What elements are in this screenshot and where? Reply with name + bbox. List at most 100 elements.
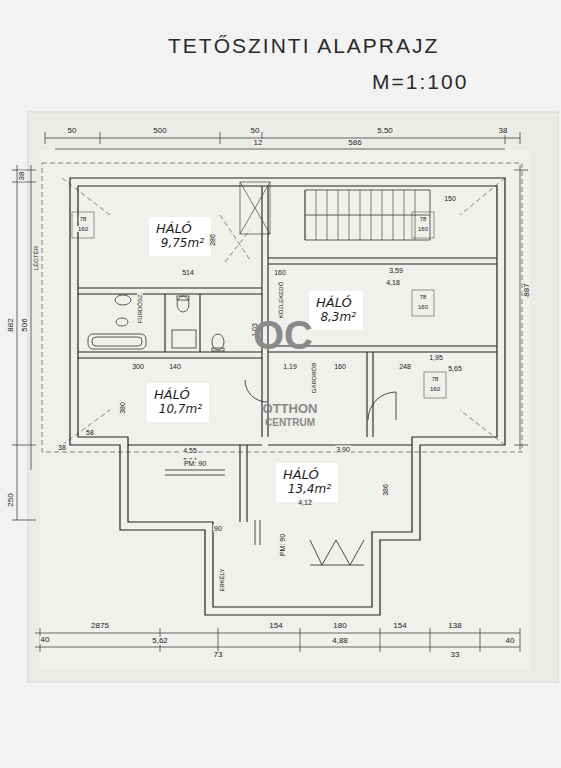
dimension-label: 160 xyxy=(333,363,347,370)
stair xyxy=(305,215,430,216)
dimension-lines xyxy=(12,165,36,520)
stair-step xyxy=(393,190,394,240)
roof-outline xyxy=(220,215,250,262)
dimension-label: 5,65 xyxy=(447,365,463,372)
stair-step xyxy=(371,190,372,240)
dimension-label: 154 xyxy=(392,622,407,630)
dimension-label: 180 xyxy=(332,622,347,630)
dimension-lines xyxy=(35,628,520,652)
room-note: GARDRÓB xyxy=(311,362,317,394)
inner-walls xyxy=(165,294,200,352)
roof-window xyxy=(240,182,270,234)
dimension-label: 40 xyxy=(505,637,516,645)
dimension-label: 78 xyxy=(419,294,428,300)
beds xyxy=(72,212,446,398)
doors xyxy=(245,380,267,402)
dimension-label: 248 xyxy=(398,363,412,370)
doors xyxy=(255,520,260,545)
sanitary xyxy=(116,318,128,326)
sanitary xyxy=(88,295,224,351)
dimension-label: 150 xyxy=(443,195,457,202)
beds xyxy=(412,212,434,238)
stair-step xyxy=(316,190,317,240)
dimension-label: 300 xyxy=(131,363,145,370)
outer-wall xyxy=(78,186,497,607)
dimension-label: 40 xyxy=(40,636,51,644)
room-name: HÁLÓ xyxy=(283,467,331,482)
dimension-label: 12 xyxy=(253,139,264,147)
dimension-label: 138 xyxy=(447,622,462,630)
room-label: HÁLÓ9,75m² xyxy=(149,217,211,256)
beds xyxy=(424,372,446,398)
sanitary xyxy=(212,348,224,351)
roof-outline xyxy=(62,178,505,445)
dimension-label: 4,88 xyxy=(331,637,349,645)
stair-step xyxy=(415,190,416,240)
dimension-lines xyxy=(45,132,520,149)
dimension-label: 1,95 xyxy=(428,354,444,361)
dimension-label: 882 xyxy=(7,317,15,332)
dimension-lines xyxy=(12,132,528,652)
stair-step xyxy=(382,190,383,240)
dimension-label: 1,19 xyxy=(282,363,298,370)
dimension-label: 140 xyxy=(168,363,182,370)
dimension-label: 506 xyxy=(21,317,29,332)
stair-step xyxy=(327,190,328,240)
stair-step xyxy=(404,190,405,240)
dimension-label: 73 xyxy=(213,651,224,659)
room-label: HÁLÓ8,3m² xyxy=(309,291,363,330)
doors xyxy=(368,392,396,420)
dimension-label: 58 xyxy=(85,429,95,436)
dimension-label: 4,18 xyxy=(385,279,401,286)
inner-walls xyxy=(78,186,497,522)
room-note: KÖZLEKEDŐ xyxy=(278,281,284,320)
room-area: 13,4m² xyxy=(283,482,331,496)
stair-step xyxy=(338,190,339,240)
dimension-label: 887 xyxy=(523,282,531,297)
stair-steps xyxy=(305,190,415,240)
dimension-label: 2875 xyxy=(90,622,110,630)
outer-wall xyxy=(70,178,505,615)
dimension-label: 160 xyxy=(417,304,429,310)
room-name: HÁLÓ xyxy=(154,387,202,402)
watermark: CENTRUM xyxy=(264,418,316,428)
dimension-lines xyxy=(514,165,528,450)
plan-title: TETŐSZINTI ALAPRAJZ xyxy=(168,34,439,58)
sanitary xyxy=(88,334,146,349)
sanitary xyxy=(212,334,224,350)
dimension-label: 50 xyxy=(250,127,261,135)
stair-step xyxy=(360,190,361,240)
room-name: HÁLÓ xyxy=(156,221,204,236)
sanitary xyxy=(172,330,196,348)
inner-walls xyxy=(78,288,262,358)
sanitary xyxy=(92,337,142,346)
dimension-label: 4,55 xyxy=(182,447,198,454)
roof-outline xyxy=(42,163,522,452)
dimension-label: 160 xyxy=(77,226,89,232)
roof-window xyxy=(240,182,270,234)
dimension-label: 380 xyxy=(119,401,126,415)
beds xyxy=(412,290,434,316)
watermark: OTTHON xyxy=(262,402,319,415)
room-label: HÁLÓ13,4m² xyxy=(276,463,338,502)
dimension-label: 3,90 xyxy=(335,446,351,453)
dimension-label: 3,59 xyxy=(388,267,404,274)
dimension-label: 38 xyxy=(498,127,509,135)
tracing-paper xyxy=(28,112,558,682)
dimension-label: 5,62 xyxy=(151,637,169,645)
dimension-label: 50 xyxy=(67,127,78,135)
dimension-label: 514 xyxy=(181,269,195,276)
dimension-label: 160 xyxy=(429,386,441,392)
dimension-label: 33 xyxy=(450,651,461,659)
dimension-label: 4,12 xyxy=(297,499,313,506)
dimension-label: 160 xyxy=(417,226,429,232)
outer-wall xyxy=(70,178,505,615)
room-note: LÉGTÉR xyxy=(33,245,39,271)
roof-outline xyxy=(42,163,522,452)
dimension-label: 38 xyxy=(57,444,67,451)
room-area: 10,7m² xyxy=(154,402,202,416)
room-label: HÁLÓ10,7m² xyxy=(147,383,209,422)
stair-step xyxy=(349,190,350,240)
